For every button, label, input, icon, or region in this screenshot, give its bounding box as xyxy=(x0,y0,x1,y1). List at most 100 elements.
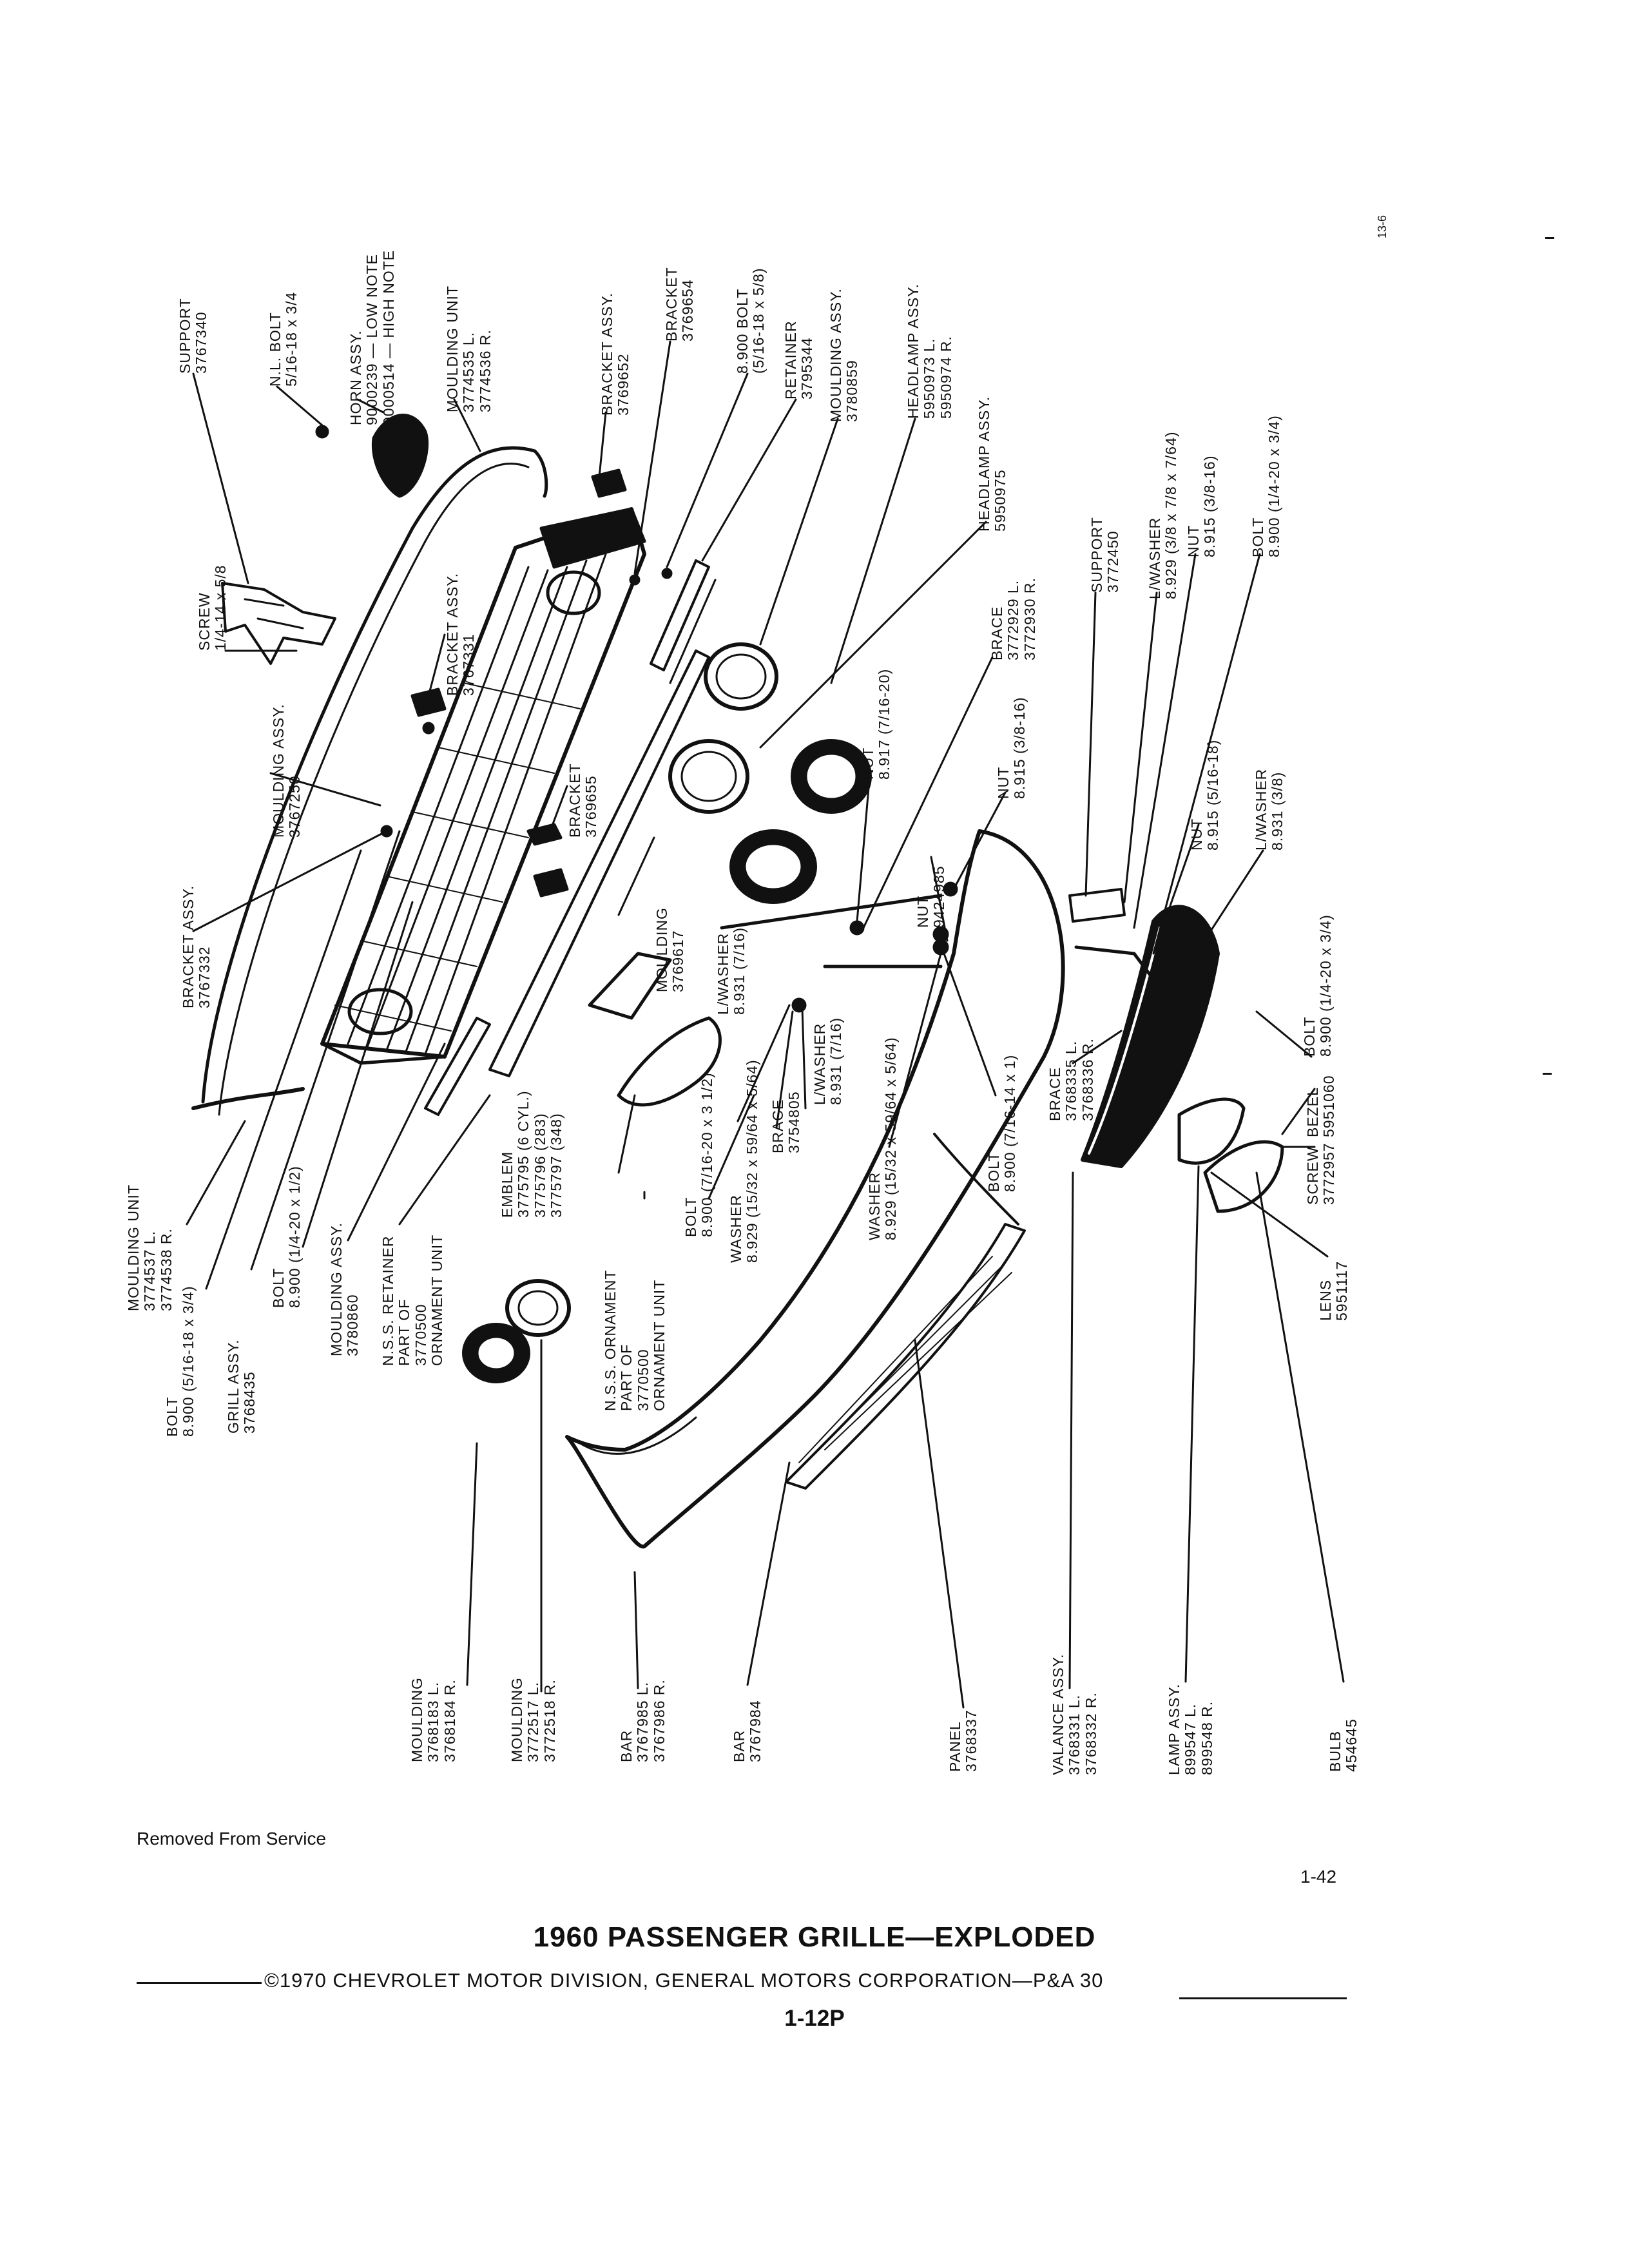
part-name: NUT xyxy=(1185,524,1202,557)
part-number: 3772517 L. xyxy=(525,1681,542,1762)
lamp-part xyxy=(1177,1097,1246,1165)
part-number: 8.929 (15/32 x 59/64 x 5/64) xyxy=(882,1037,900,1240)
part-name: MOULDING ASSY. xyxy=(827,288,844,422)
moulding-part xyxy=(488,649,710,1077)
part-number: 8.931 (7/16) xyxy=(827,1017,845,1105)
part-name: BAR xyxy=(618,1729,635,1762)
part-number: 3770500 xyxy=(634,1349,651,1411)
part-name: HEADLAMP ASSY. xyxy=(976,396,992,532)
part-number: 3768184 R. xyxy=(441,1679,458,1762)
leader-line xyxy=(862,656,994,929)
part-number: 3768336 R. xyxy=(1079,1038,1096,1121)
part-number: PART OF xyxy=(618,1343,635,1411)
part-name: BRACKET ASSY. xyxy=(180,885,197,1008)
part-name: MOULDING xyxy=(653,907,670,992)
part-number: 3769652 xyxy=(615,353,632,416)
leader-line xyxy=(1084,591,1097,897)
part-number: 3774535 L. xyxy=(460,331,477,412)
leader-line xyxy=(1152,553,1261,955)
part-number: 3767984 xyxy=(747,1700,764,1762)
leader-line xyxy=(1133,553,1197,929)
part-name: NUT xyxy=(860,747,876,780)
part-number: 899548 R. xyxy=(1198,1700,1215,1775)
callout-valance-assy: VALANCE ASSY.3768331 L.3768332 R. xyxy=(1050,1653,1099,1775)
lower-panel-part xyxy=(785,1223,1026,1490)
part-number: PART OF xyxy=(396,1298,413,1366)
leader-line xyxy=(427,633,446,697)
part-number: ORNAMENT UNIT xyxy=(650,1279,668,1411)
callout-bracket-assy-3769652: BRACKET ASSY.3769652 xyxy=(599,293,632,416)
leader-line xyxy=(666,372,749,568)
part-name: SUPPORT xyxy=(1088,517,1105,593)
part-number: 3769655 xyxy=(583,775,600,838)
removed-from-service-note: Removed From Service xyxy=(137,1829,327,1849)
part-name: HEADLAMP ASSY. xyxy=(905,283,921,419)
part-number: 3769617 xyxy=(670,930,687,992)
ornament-part xyxy=(617,1016,722,1107)
leader-line xyxy=(186,1120,246,1225)
part-number: 8.929 (3/8 x 7/8 x 7/64) xyxy=(1162,431,1180,599)
part-number: 3775795 (6 CYL.) xyxy=(515,1090,532,1218)
edge-tick xyxy=(1543,1073,1552,1075)
part-number: 3768183 L. xyxy=(425,1681,442,1762)
bracket-part xyxy=(591,468,627,498)
part-name: BOLT xyxy=(682,1196,699,1237)
part-name: WASHER xyxy=(728,1194,744,1263)
part-number: 3767340 xyxy=(193,311,210,374)
leader-line xyxy=(546,785,568,839)
part-number: 3768332 R. xyxy=(1082,1692,1099,1775)
part-name: LAMP ASSY. xyxy=(1166,1683,1182,1775)
leader-line xyxy=(617,1094,636,1174)
part-number: 3772450 xyxy=(1104,530,1122,593)
part-name: WASHER xyxy=(866,1171,883,1240)
leader-line xyxy=(856,772,871,923)
leader-line xyxy=(801,1007,807,1110)
leader-line xyxy=(466,1442,478,1686)
support-part xyxy=(1068,888,1126,923)
headlamp-part xyxy=(668,642,872,904)
part-number: 3767985 L. xyxy=(634,1681,651,1762)
part-name: L/WASHER xyxy=(811,1023,828,1105)
leader-line xyxy=(759,418,839,646)
part-name: NUT xyxy=(995,766,1012,799)
leader-line xyxy=(276,385,323,427)
leader-line xyxy=(930,856,949,942)
part-number: 8.900 (1/4-20 x 3/4) xyxy=(1317,914,1335,1057)
part-number: 5950974 R. xyxy=(937,336,954,419)
leader-line xyxy=(1210,1171,1329,1258)
part-number: 3772957 xyxy=(1320,1142,1338,1205)
part-number: 9000239 — LOW NOTE xyxy=(363,254,381,425)
part-number: 3780860 xyxy=(344,1294,361,1356)
callout-moulding-assy-3780859: MOULDING ASSY.3780859 xyxy=(827,288,861,422)
leader-line xyxy=(1184,1165,1200,1683)
part-number: 8.900 (7/16-20 x 3 1/2) xyxy=(699,1072,716,1237)
part-name: RETAINER xyxy=(782,320,799,399)
leader-line xyxy=(943,952,997,1097)
callout-lamp-assy: LAMP ASSY.899547 L.899548 R. xyxy=(1166,1684,1215,1775)
part-number: 8.917 (7/16-20) xyxy=(876,668,893,780)
part-number: 8.931 (3/8) xyxy=(1269,771,1286,850)
part-number: 5950973 L. xyxy=(921,338,938,419)
leader-line xyxy=(205,849,362,1290)
part-name: L/WASHER xyxy=(1253,768,1269,850)
leader-line xyxy=(302,901,414,1248)
